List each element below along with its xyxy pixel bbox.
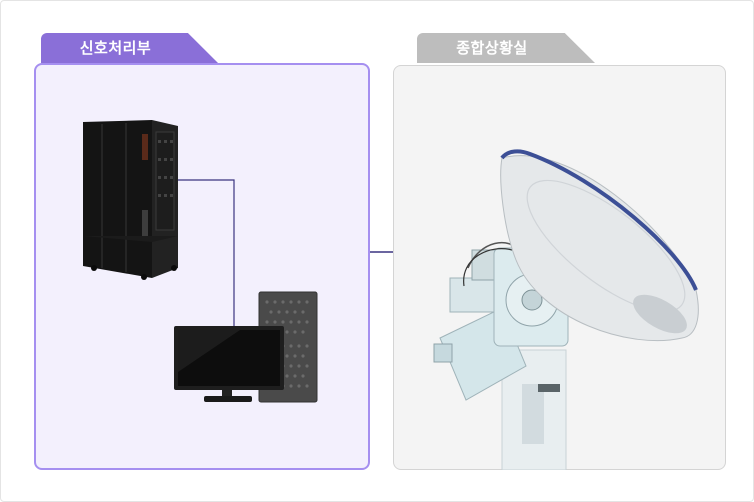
control-room-tab: 종합상황실 [417, 33, 595, 63]
radar-antenna-icon [433, 149, 699, 470]
server-rack-icon [83, 120, 178, 280]
control-room-title: 종합상황실 [456, 39, 528, 57]
rack-to-pc-connector [178, 179, 235, 330]
signal-processing-title: 신호처리부 [79, 39, 152, 57]
signal-processing-tab: 신호처리부 [41, 33, 218, 63]
monitor-icon [174, 326, 284, 402]
